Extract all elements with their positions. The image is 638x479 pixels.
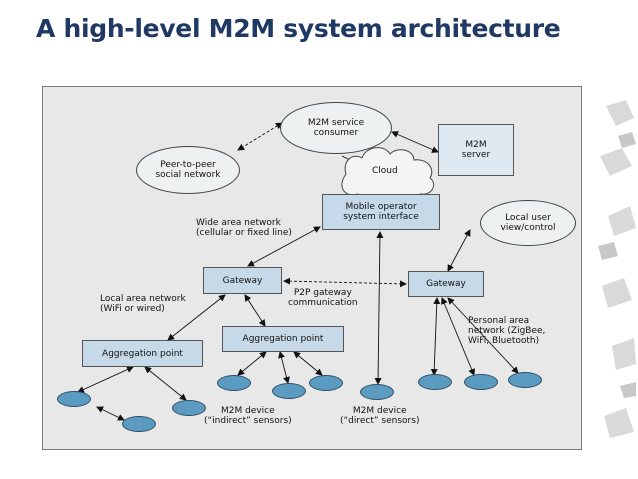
decorative-brush-pattern xyxy=(598,100,636,438)
slide-title: A high-level M2M system architecture xyxy=(36,14,561,43)
m2m-device xyxy=(508,372,542,388)
indirect-sensors-label: M2M device(“indirect” sensors) xyxy=(204,406,292,426)
m2m-device xyxy=(360,384,394,400)
cloud-label: Cloud xyxy=(372,166,398,176)
aggregation-point-mid-node: Aggregation point xyxy=(222,326,344,352)
gateway-right-node: Gateway xyxy=(408,271,484,297)
m2m-device xyxy=(57,391,91,407)
aggregation-point-left-node: Aggregation point xyxy=(82,340,203,367)
lan-label: Local area network(WiFi or wired) xyxy=(100,294,186,314)
m2m-device xyxy=(122,416,156,432)
m2m-device xyxy=(172,400,206,416)
m2m-device xyxy=(217,375,251,391)
m2m-device xyxy=(464,374,498,390)
m2m-device xyxy=(309,375,343,391)
m2m-device xyxy=(272,383,306,399)
gateway-left-node: Gateway xyxy=(203,267,282,294)
wan-label: Wide area network(cellular or fixed line… xyxy=(196,218,292,238)
m2m-device xyxy=(418,374,452,390)
direct-sensors-label: M2M device(“direct” sensors) xyxy=(340,406,420,426)
